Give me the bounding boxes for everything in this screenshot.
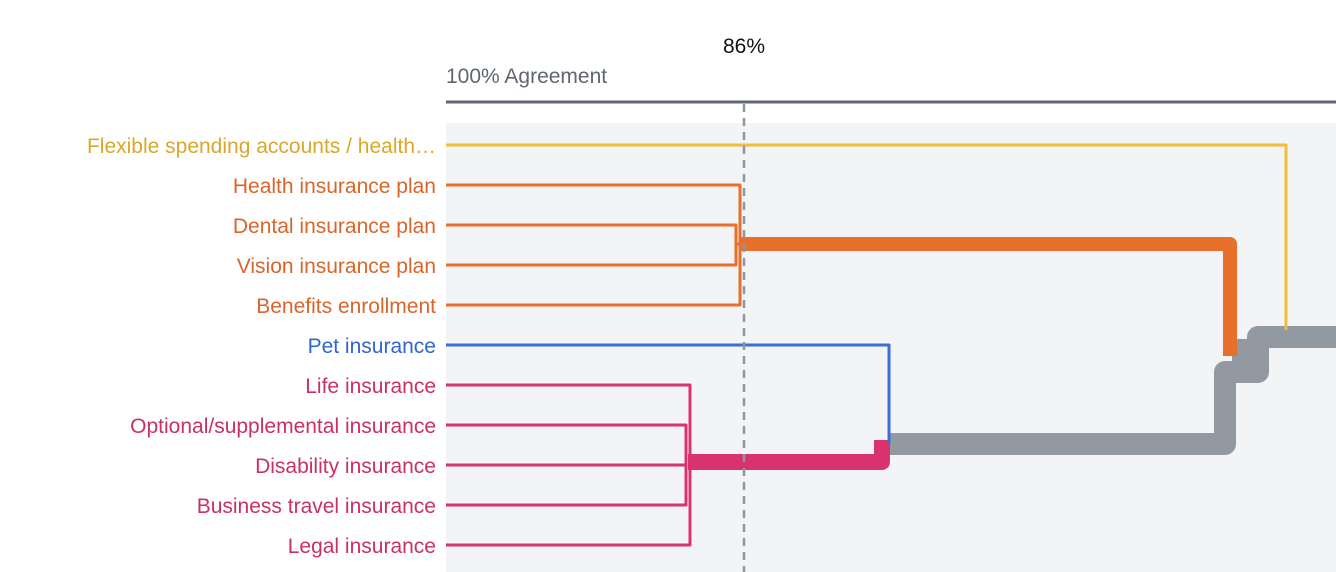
leaf-label: Health insurance plan: [233, 175, 436, 198]
leaf-label: Vision insurance plan: [237, 255, 436, 278]
blue-branch-link: [446, 343, 891, 444]
leaf-label: Optional/supplemental insurance: [130, 415, 436, 438]
gray-branch-link: [888, 326, 1336, 455]
leaf-labels: Flexible spending accounts / health… Heal…: [87, 135, 436, 558]
leaf-label: Flexible spending accounts / health…: [87, 135, 436, 158]
plot-background: [446, 123, 1336, 572]
leaf-label: Life insurance: [305, 375, 436, 398]
dendrogram-links: [446, 143, 1336, 547]
threshold-label: 86%: [723, 35, 765, 58]
leaf-label: Business travel insurance: [197, 495, 436, 518]
yellow-branch-link: [446, 143, 1288, 330]
orange-branch-link: [740, 237, 1237, 356]
leaf-label: Benefits enrollment: [256, 295, 436, 318]
leaf-label: Pet insurance: [308, 335, 436, 358]
leaf-label: Dental insurance plan: [233, 215, 436, 238]
leaf-label: Legal insurance: [288, 535, 436, 558]
pink-branch-link: [688, 440, 890, 470]
leaf-label: Disability insurance: [255, 455, 436, 478]
axis-label: 100% Agreement: [446, 65, 607, 88]
